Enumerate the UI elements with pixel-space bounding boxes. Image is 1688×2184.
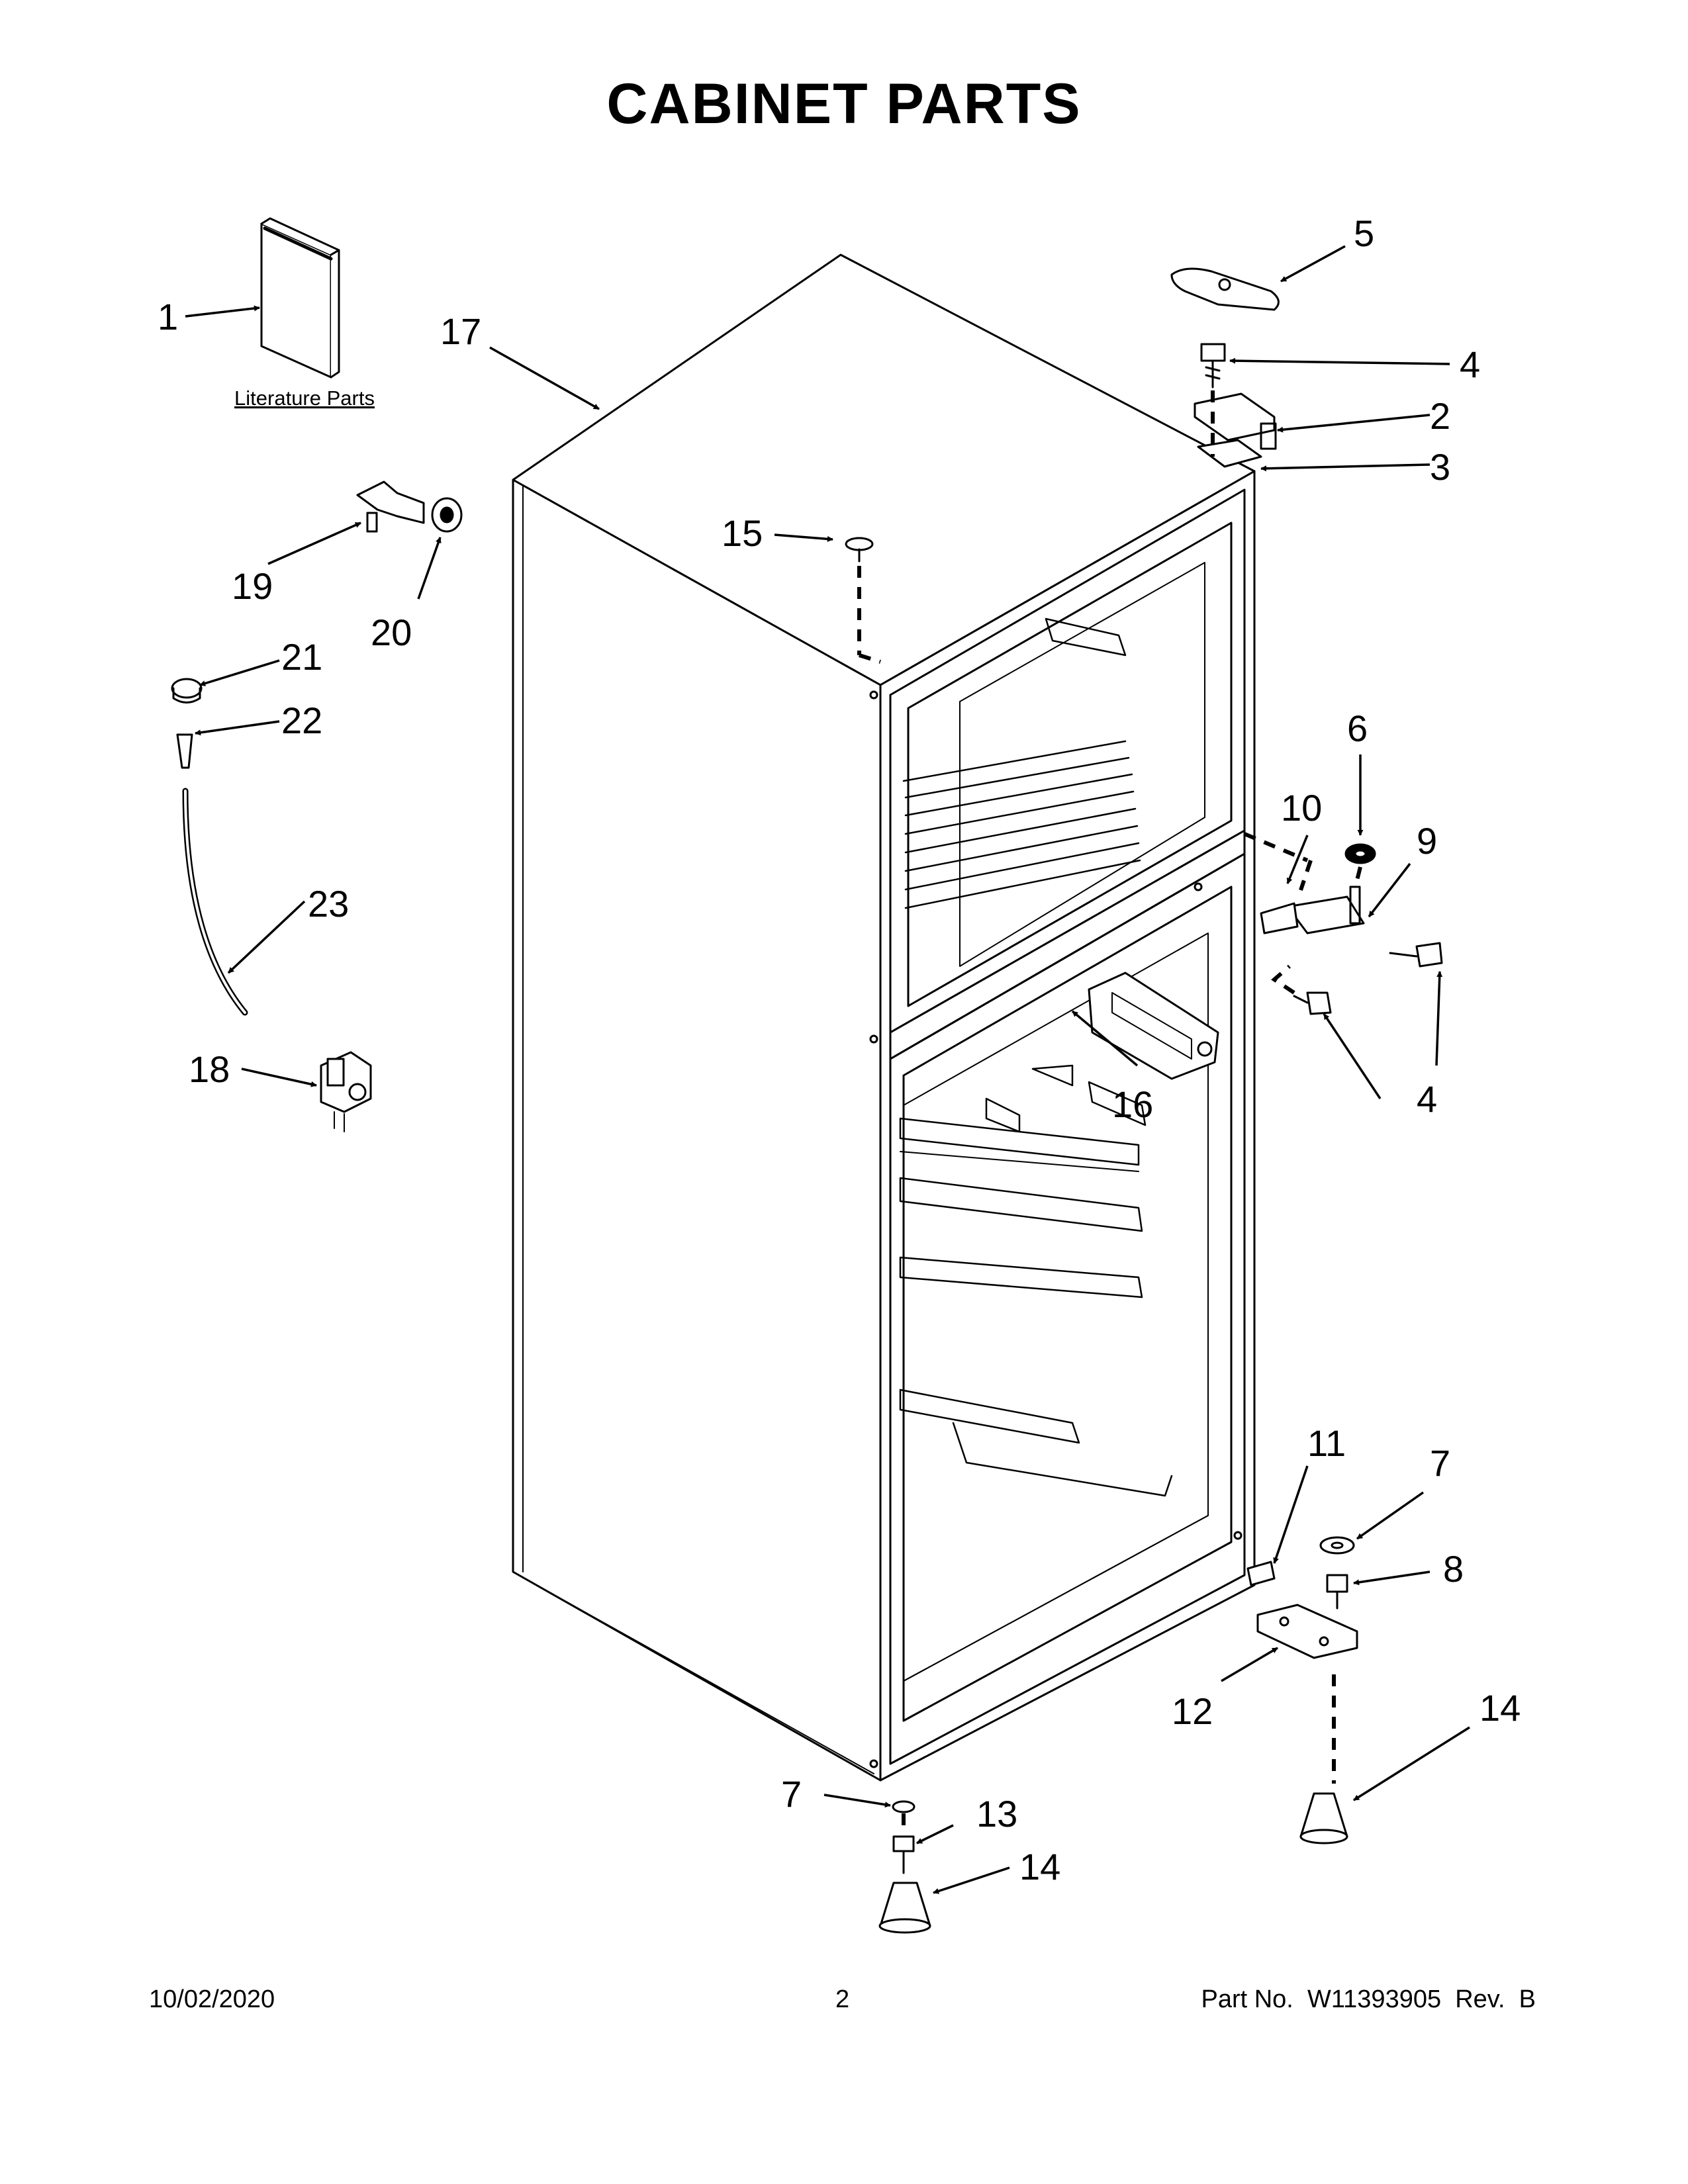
footer-page-number: 2: [835, 1985, 850, 2013]
refrigerator-cabinet-part: [512, 253, 1256, 1782]
callout-13: 13: [976, 1793, 1017, 1835]
footer-date: 10/02/2020: [149, 1985, 275, 2013]
callout-23: 23: [308, 883, 349, 925]
leveling-leg-right-part: [1299, 1792, 1348, 1844]
callout-14-right: 14: [1479, 1687, 1521, 1729]
tube-insert-part: [176, 733, 193, 769]
center-hinge-shim-part: [1260, 902, 1299, 934]
callout-4-top: 4: [1460, 343, 1480, 385]
callout-14-front: 14: [1019, 1846, 1060, 1888]
callout-18: 18: [189, 1048, 230, 1090]
top-hinge-part: [1194, 392, 1277, 450]
footer-part-number: Part No. W11393905 Rev. B: [1201, 1985, 1536, 2013]
literature-book-part: [260, 217, 340, 379]
water-inlet-fitting-part: [356, 480, 425, 533]
control-housing-part: [1088, 972, 1219, 1080]
callout-7-front: 7: [781, 1773, 802, 1815]
tube-clamp-part: [171, 678, 203, 704]
callout-17: 17: [440, 310, 481, 352]
hinge-pin-part: [1326, 1574, 1348, 1610]
center-hinge-screw-part: [1389, 942, 1443, 968]
hinge-screw-top-part: [1200, 343, 1226, 388]
callout-22: 22: [281, 700, 322, 741]
callout-11: 11: [1307, 1422, 1346, 1464]
callout-19: 19: [232, 565, 273, 607]
callout-9: 9: [1417, 820, 1437, 862]
callout-6: 6: [1347, 707, 1368, 749]
cabinet-plug-part: [845, 537, 874, 563]
callout-3: 3: [1430, 446, 1450, 488]
leveling-bolt-front-part: [892, 1835, 915, 1874]
callout-4-center: 4: [1417, 1078, 1437, 1120]
callout-21: 21: [281, 636, 322, 678]
literature-parts-label: Literature Parts: [234, 387, 375, 410]
leveling-leg-front-part: [878, 1882, 931, 1934]
bottom-washer-part: [1319, 1536, 1355, 1555]
top-hinge-cover-part: [1170, 267, 1280, 311]
hinge-shim-part: [1197, 439, 1262, 468]
center-hinge-screw-lower-part: [1293, 991, 1332, 1015]
callout-5: 5: [1354, 212, 1374, 254]
callout-leaders: [185, 245, 1470, 1894]
callout-numbers: 1 2 3 4 4 5 6 7 7 8 9 10 11 12 13 14 14 …: [158, 212, 1521, 1888]
center-hinge-washer-part: [1344, 843, 1376, 864]
callout-8: 8: [1443, 1548, 1464, 1590]
assembly-lines: [857, 390, 1362, 1833]
callout-7-right: 7: [1430, 1442, 1450, 1484]
callout-12: 12: [1172, 1690, 1213, 1732]
callout-10: 10: [1281, 787, 1322, 829]
water-valve-part: [320, 1051, 372, 1132]
callout-15: 15: [722, 512, 763, 554]
leveling-washer-front-part: [892, 1800, 915, 1813]
callout-2: 2: [1430, 395, 1450, 437]
center-hinge-part: [1286, 886, 1365, 934]
callout-16: 16: [1112, 1083, 1153, 1125]
callout-20: 20: [371, 612, 412, 653]
callout-1: 1: [158, 296, 178, 338]
inlet-nut-part: [431, 497, 463, 533]
bottom-hinge-shim-part: [1246, 1561, 1276, 1586]
page-title: CABINET PARTS: [606, 72, 1082, 136]
water-tube-part: [182, 788, 248, 1016]
bottom-hinge-part: [1256, 1604, 1358, 1659]
